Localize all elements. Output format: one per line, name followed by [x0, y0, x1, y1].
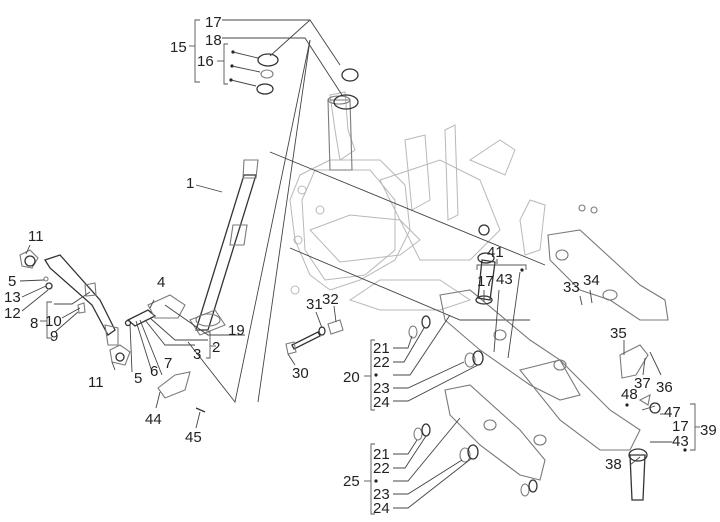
swing-arms [408, 204, 669, 501]
callout-33: 33 [563, 279, 580, 296]
callout-38: 38 [605, 456, 622, 473]
head-bearings [229, 50, 359, 110]
callout-11: 11 [28, 228, 44, 245]
callout-24: 24 [373, 394, 390, 411]
callout-11b: 11 [88, 374, 104, 391]
callout-5: 5 [8, 273, 16, 290]
callout-31: 31 [306, 296, 323, 313]
leaders [19, 19, 700, 515]
callout-39: 39 [700, 422, 717, 439]
callout-37: 37 [634, 375, 651, 392]
callout-36: 36 [656, 379, 673, 396]
callout-23b: 23 [373, 486, 390, 503]
callout-20: 20 [343, 369, 360, 386]
callout-2: 2 [212, 339, 220, 356]
callout-32: 32 [322, 291, 339, 308]
steering-column [189, 159, 259, 336]
callout-30: 30 [292, 365, 309, 382]
callout-47: 47 [664, 404, 681, 421]
callout-7: 7 [164, 355, 172, 372]
callout-22b: 22 [373, 460, 390, 477]
callout-4: 4 [157, 274, 165, 291]
callout-15: 15 [170, 39, 187, 56]
callout-17: 17 [205, 14, 222, 31]
main-frame [289, 91, 546, 311]
callout-23: 23 [373, 380, 390, 397]
callout-5b: 5 [134, 370, 142, 387]
callout-35: 35 [610, 325, 627, 342]
callout-16: 16 [197, 53, 214, 70]
bolt-assembly [285, 319, 344, 355]
callout-labels: 17 18 15 16 1 11 5 13 12 8 10 9 11 4 19 … [4, 14, 717, 517]
callout-13: 13 [4, 289, 21, 306]
callout-45: 45 [185, 429, 202, 446]
lever-assembly [19, 249, 206, 413]
callout-3: 3 [193, 346, 201, 363]
callout-43: 43 [496, 271, 513, 288]
callout-41: 41 [487, 244, 504, 261]
callout-10: 10 [45, 313, 62, 330]
callout-34: 34 [583, 272, 600, 289]
callout-24b: 24 [373, 500, 390, 517]
callout-19: 19 [228, 322, 245, 339]
callout-22: 22 [373, 354, 390, 371]
callout-6: 6 [150, 363, 158, 380]
callout-44: 44 [145, 411, 162, 428]
callout-21: 21 [373, 340, 390, 357]
callout-9: 9 [50, 328, 58, 345]
callout-21b: 21 [373, 446, 390, 463]
callout-18: 18 [205, 32, 222, 49]
callout-17b: 17 [477, 273, 494, 290]
callout-1: 1 [186, 175, 194, 192]
callout-43b: 43 [672, 433, 689, 450]
callout-12: 12 [4, 305, 21, 322]
callout-17c: 17 [672, 418, 689, 435]
callout-48: 48 [621, 386, 638, 403]
callout-25: 25 [343, 473, 360, 490]
callout-8: 8 [30, 315, 38, 332]
